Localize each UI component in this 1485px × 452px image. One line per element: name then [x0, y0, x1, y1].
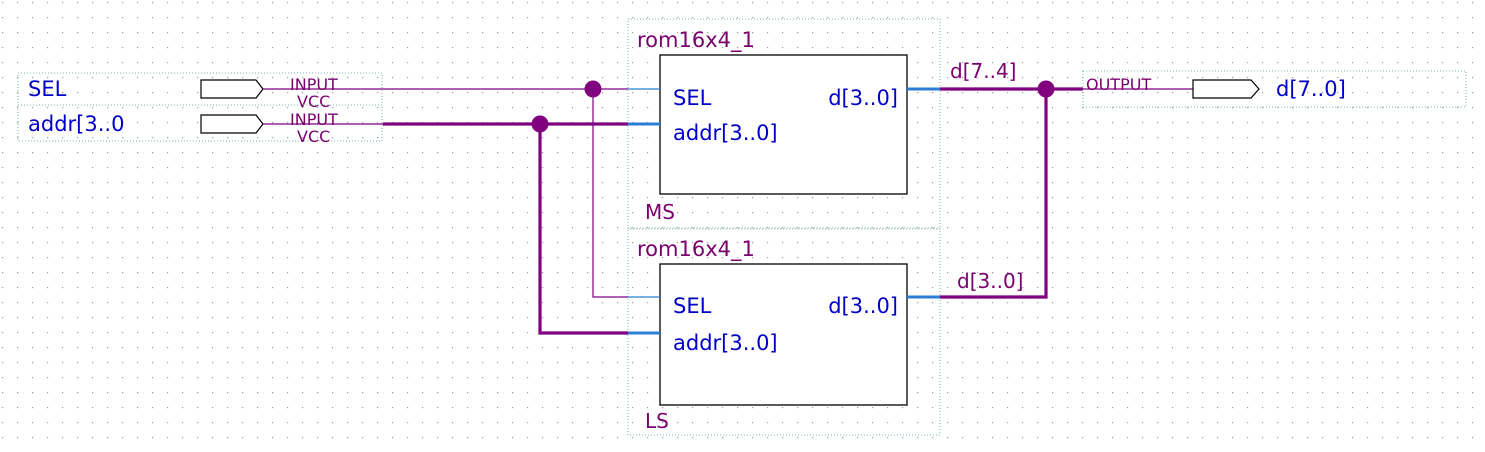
pin-name: SEL [28, 77, 67, 101]
pin-arrow-shape [1192, 79, 1260, 99]
block-title: rom16x4_1 [637, 237, 755, 262]
instance-name: LS [645, 409, 669, 433]
junction-dot-sel [584, 80, 602, 98]
port-label-out: d[3..0] [828, 294, 898, 318]
pin-name: d[7..0] [1276, 77, 1346, 101]
port-label-sel: SEL [673, 294, 712, 318]
rom-block-ms[interactable]: rom16x4_1 SEL addr[3..0] d[3..0] MS [627, 18, 941, 230]
junction-dot-addr [531, 115, 549, 133]
input-pin-sel[interactable]: SEL INPUT VCC [17, 72, 383, 111]
pin-type: INPUT [290, 75, 338, 94]
wires [383, 80, 1083, 335]
pin-name: addr[3..0 [28, 112, 124, 136]
pin-arrow-shape [200, 79, 264, 99]
port-label-sel: SEL [673, 86, 712, 110]
wire-label-upper: d[7..4] [950, 59, 1016, 83]
pin-default: VCC [297, 92, 330, 111]
block-body [659, 54, 908, 195]
junction-dot-out [1037, 80, 1055, 98]
sel-branch-wire[interactable] [592, 89, 628, 298]
instance-name: MS [645, 200, 675, 224]
addr-branch-bus[interactable] [538, 124, 628, 335]
output-pin-d[interactable]: OUTPUT d[7..0] [1082, 70, 1467, 108]
port-label-addr: addr[3..0] [673, 121, 778, 145]
block-body [659, 263, 908, 406]
lower-output-bus[interactable] [940, 89, 1048, 299]
pin-type: INPUT [290, 110, 338, 129]
pin-arrow-shape [200, 114, 264, 134]
block-frame [627, 227, 941, 436]
port-label-addr: addr[3..0] [673, 331, 778, 355]
pin-default: VCC [297, 127, 330, 146]
port-label-out: d[3..0] [828, 86, 898, 110]
input-pin-addr[interactable]: addr[3..0 INPUT VCC [17, 104, 383, 146]
pin-type: OUTPUT [1086, 75, 1151, 94]
wire-label-lower: d[3..0] [957, 269, 1023, 293]
rom-block-ls[interactable]: rom16x4_1 SEL addr[3..0] d[3..0] LS [627, 227, 941, 436]
pin-frame [17, 104, 383, 142]
block-title: rom16x4_1 [637, 28, 755, 53]
